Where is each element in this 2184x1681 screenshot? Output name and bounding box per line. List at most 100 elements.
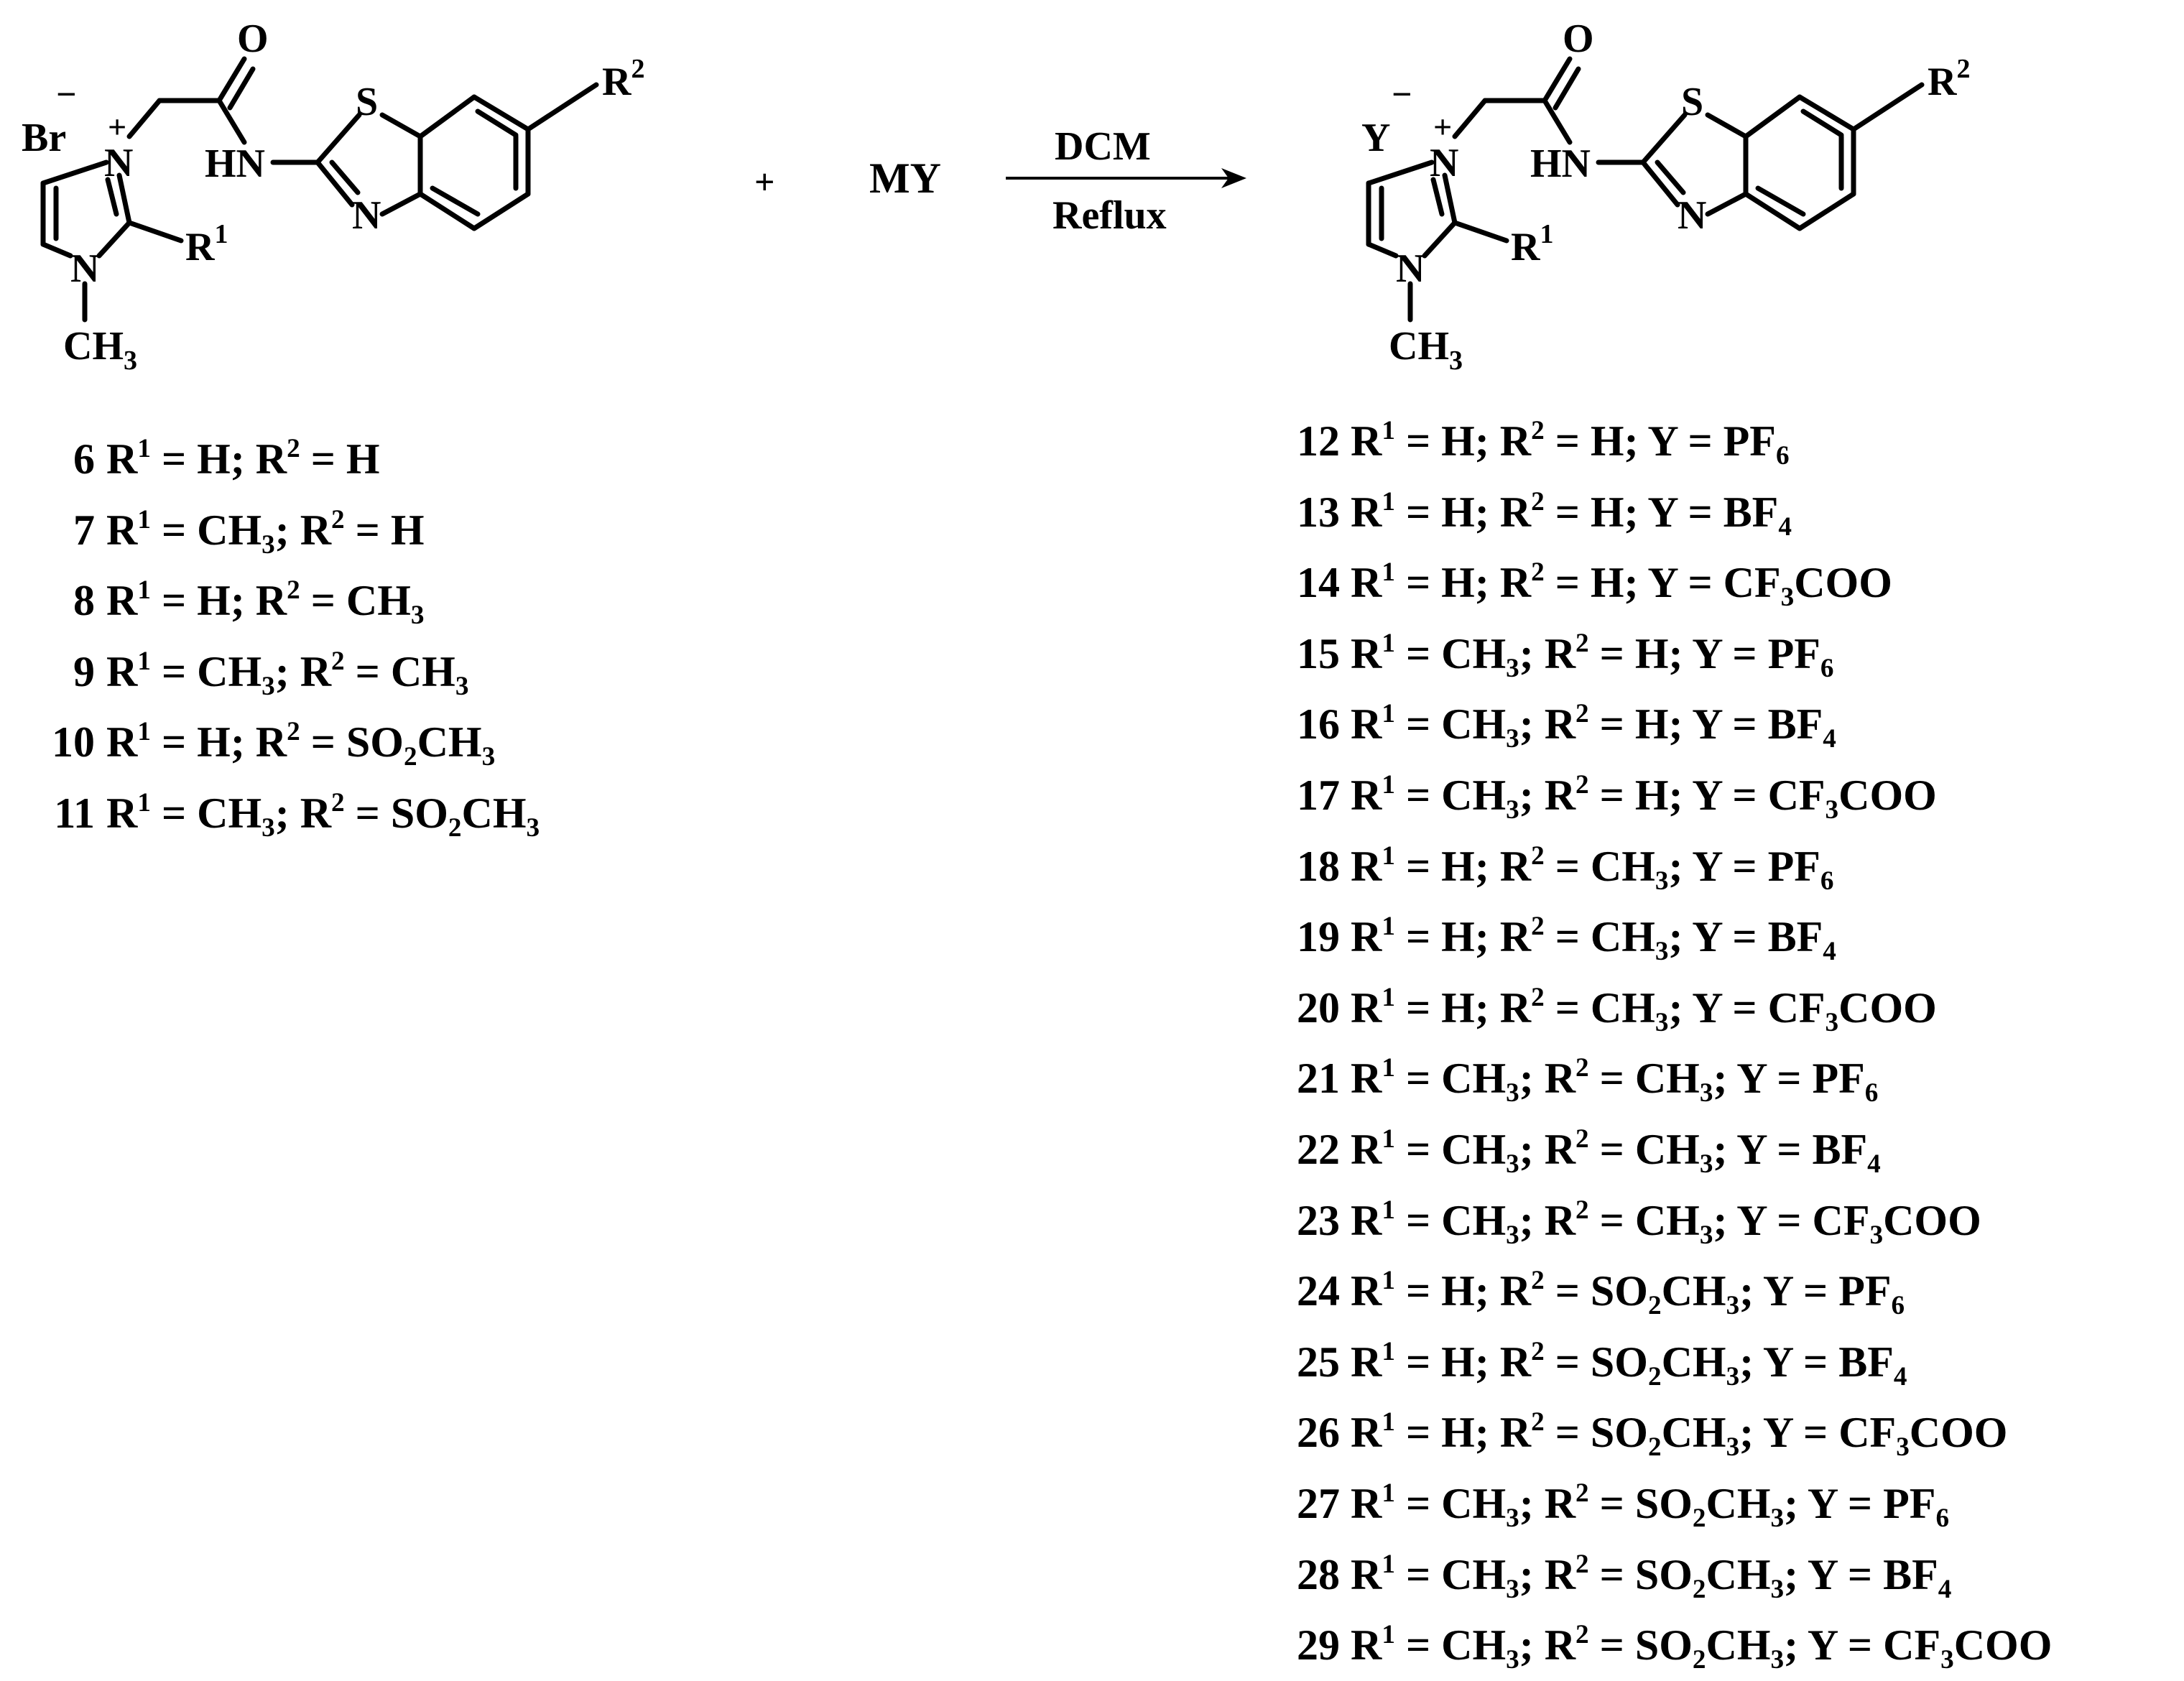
y-value: PF6 bbox=[1767, 629, 1834, 683]
r2-value: CH3 bbox=[1590, 913, 1669, 967]
product-bond bbox=[1553, 66, 1581, 111]
reactant-bond bbox=[417, 94, 477, 139]
product-r1: R1 bbox=[1511, 219, 1553, 269]
compound-substituents: R1 = CH3; R2 = CH3; Y = CF3COO bbox=[1351, 1195, 1981, 1250]
r2-value: SO2CH3 bbox=[1634, 1479, 1785, 1533]
y-value: CF3COO bbox=[1723, 559, 1892, 613]
reactant-bond bbox=[40, 159, 109, 186]
r1-value: CH3 bbox=[1441, 1196, 1519, 1250]
r2-value: SO2CH3 bbox=[1590, 1338, 1740, 1391]
compound-number: 29 bbox=[1297, 1621, 1340, 1670]
product-carbonyl-o: O bbox=[1563, 17, 1594, 61]
r2-value: CH3 bbox=[1634, 1055, 1713, 1108]
compound-substituents: R1 = CH3; R2 = CH3 bbox=[106, 646, 469, 701]
product-bond bbox=[1705, 191, 1749, 217]
compound-substituents: R1 = CH3; R2 = H; Y = BF4 bbox=[1351, 699, 1836, 754]
y-value: PF6 bbox=[1723, 417, 1790, 471]
compound-number: 28 bbox=[1297, 1550, 1340, 1598]
compound-substituents: R1 = H; R2 = CH3; Y = PF6 bbox=[1351, 840, 1834, 896]
compound-substituents: R1 = H; R2 = SO2CH3; Y = BF4 bbox=[1351, 1336, 1907, 1391]
compound-substituents: R1 = CH3; R2 = CH3; Y = BF4 bbox=[1351, 1124, 1881, 1179]
reactant-bond bbox=[315, 112, 362, 165]
r1-value: H bbox=[1441, 1338, 1475, 1386]
y-value: PF6 bbox=[1812, 1055, 1879, 1108]
compound-number: 26 bbox=[1297, 1409, 1340, 1457]
compound-substituents: R1 = CH3; R2 = H bbox=[106, 504, 425, 560]
reactant-bond bbox=[216, 98, 247, 145]
product-plus-charge: + bbox=[1433, 108, 1452, 145]
reactant-bond bbox=[417, 191, 477, 231]
product-amide-nh: HN bbox=[1530, 142, 1591, 186]
product-structure: Y − + N N R1 CH3 O HN S N R2 bbox=[1361, 17, 1970, 376]
y-value: CF3COO bbox=[1812, 1196, 1981, 1250]
product-bond bbox=[1542, 56, 1573, 103]
r1-value: H bbox=[1441, 983, 1475, 1032]
product-bond bbox=[1452, 98, 1488, 139]
compound-substituents: R1 = CH3; R2 = CH3; Y = PF6 bbox=[1351, 1053, 1879, 1108]
compound-substituents: R1 = H; R2 = SO2CH3; Y = PF6 bbox=[1351, 1266, 1905, 1321]
reactant-bond bbox=[475, 108, 519, 138]
product-bond bbox=[1422, 220, 1458, 259]
r1-value: H bbox=[197, 577, 231, 625]
y-value: CF3COO bbox=[1767, 771, 1937, 825]
arrow-condition-below: Reflux bbox=[1052, 193, 1167, 238]
r2-value: H bbox=[390, 506, 425, 554]
r2-value: SO2CH3 bbox=[1634, 1550, 1785, 1604]
r2-value: CH3 bbox=[1634, 1125, 1713, 1179]
r1-value: CH3 bbox=[1441, 629, 1519, 683]
product-bond bbox=[1705, 112, 1749, 139]
y-value: BF4 bbox=[1767, 700, 1836, 754]
y-value: BF4 bbox=[1883, 1550, 1952, 1604]
product-methyl: CH3 bbox=[1389, 324, 1463, 376]
product-minus-charge: − bbox=[1392, 74, 1412, 114]
r2-value: SO2CH3 bbox=[1590, 1409, 1740, 1463]
product-bond bbox=[1797, 94, 1856, 132]
product-bond bbox=[1442, 172, 1458, 226]
compound-number: 7 bbox=[73, 506, 95, 554]
compound-number: 14 bbox=[1297, 559, 1340, 607]
compound-substituents: R1 = CH3; R2 = SO2CH3; Y = CF3COO bbox=[1351, 1620, 2053, 1675]
product-bond bbox=[1366, 159, 1435, 186]
compound-substituents: R1 = CH3; R2 = SO2CH3; Y = BF4 bbox=[1351, 1549, 1952, 1604]
reactant-bond bbox=[315, 159, 355, 208]
r1-value: CH3 bbox=[197, 789, 275, 843]
compound-number: 23 bbox=[1297, 1196, 1340, 1244]
reactant-plus-charge: + bbox=[108, 108, 126, 145]
r1-value: CH3 bbox=[1441, 1125, 1519, 1179]
y-value: CF3COO bbox=[1767, 983, 1937, 1037]
r2-value: SO2CH3 bbox=[346, 718, 496, 772]
reactant-ring-n-plus: N bbox=[104, 141, 133, 185]
compound-number: 18 bbox=[1297, 842, 1340, 890]
compound-number: 27 bbox=[1297, 1479, 1340, 1527]
product-bond bbox=[1655, 159, 1686, 195]
r1-value: H bbox=[1441, 842, 1475, 890]
reactant-bond bbox=[471, 191, 531, 231]
arrow-condition-above: DCM bbox=[1055, 124, 1151, 169]
compound-number: 6 bbox=[73, 435, 95, 483]
r1-value: CH3 bbox=[1441, 1621, 1519, 1675]
r2-value: H bbox=[1634, 771, 1669, 819]
product-bond bbox=[1797, 191, 1856, 231]
y-value: CF3COO bbox=[1838, 1409, 2008, 1463]
compound-substituents: R1 = H; R2 = H bbox=[106, 433, 380, 483]
compound-substituents: R1 = H; R2 = CH3; Y = CF3COO bbox=[1351, 982, 1937, 1037]
r1-value: CH3 bbox=[1441, 1479, 1519, 1533]
compound-number: 12 bbox=[1297, 417, 1340, 465]
reactant-bond bbox=[471, 94, 531, 132]
product-bond bbox=[1851, 82, 1925, 132]
reactant-bond bbox=[430, 185, 481, 217]
compound-number: 9 bbox=[73, 647, 95, 695]
compound-number: 22 bbox=[1297, 1125, 1340, 1173]
r1-value: H bbox=[1441, 1267, 1475, 1315]
compound-substituents: R1 = CH3; R2 = H; Y = CF3COO bbox=[1351, 769, 1937, 825]
r2-value: CH3 bbox=[390, 647, 469, 701]
compound-number: 8 bbox=[73, 577, 95, 625]
reactant-bond bbox=[216, 56, 247, 103]
r1-value: CH3 bbox=[197, 647, 275, 701]
compound-substituents: R1 = CH3; R2 = SO2CH3; Y = PF6 bbox=[1351, 1478, 1950, 1533]
compound-number: 20 bbox=[1297, 983, 1340, 1032]
compound-number: 17 bbox=[1297, 771, 1340, 819]
reactant-bond bbox=[329, 159, 361, 195]
r1-value: CH3 bbox=[1441, 700, 1519, 754]
